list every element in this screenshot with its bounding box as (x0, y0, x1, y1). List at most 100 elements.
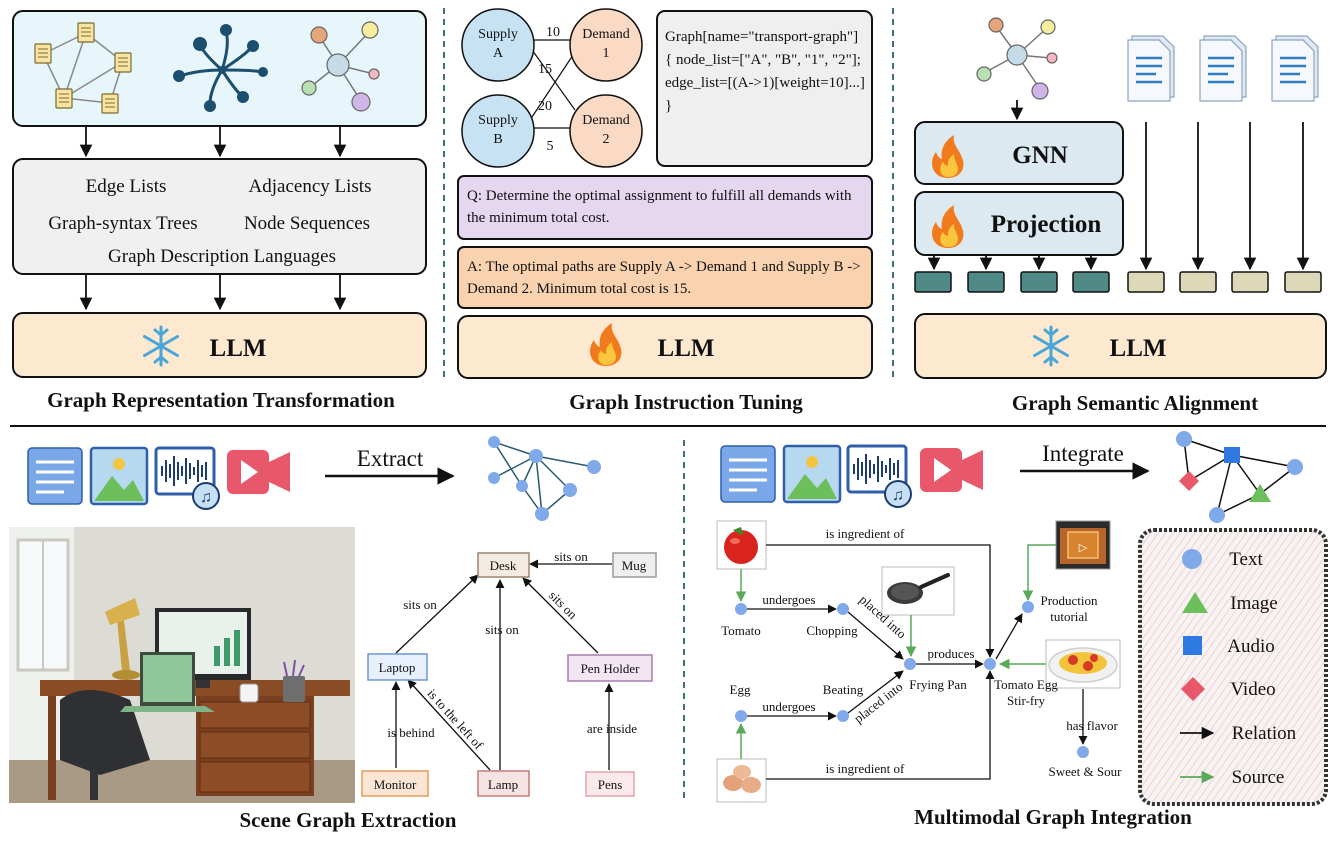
audio-modality-icon: ♫ (154, 446, 220, 510)
question-box (457, 175, 873, 240)
code-box (656, 10, 873, 167)
panel-representation-transformation: Edge Lists Adjacency Lists Graph-syntax … (12, 10, 427, 412)
llm-label: LLM (658, 335, 715, 362)
relation-label: sits on (485, 622, 519, 637)
legend-text-label: Text (1229, 549, 1263, 570)
panel-title: Graph Representation Transformation (47, 388, 395, 412)
fire-icon (932, 135, 964, 178)
integrate-label: Integrate (1042, 441, 1124, 466)
projection-label: Projection (991, 211, 1102, 238)
star-graph-icon (976, 17, 1058, 100)
weight-label: 10 (546, 25, 560, 40)
legend: Text Image Audio Video Relation Source (1138, 528, 1328, 806)
weight-label: 15 (538, 62, 552, 77)
panel-title: Graph Semantic Alignment (1012, 391, 1258, 415)
legend-video-label: Video (1230, 679, 1275, 700)
demand-2-node (569, 94, 643, 168)
scene-graph: Desk Mug Laptop Pen Holder Monitor Lamp … (361, 549, 657, 797)
legend-text-marker (1182, 549, 1202, 569)
relation-label: sits on (546, 588, 581, 623)
legend-audio-marker (1183, 636, 1202, 655)
gnn-box (914, 121, 1124, 185)
relation-label: is ingredient of (826, 526, 905, 541)
llm-label: LLM (210, 335, 267, 362)
text-modality-icon (27, 447, 83, 505)
node-laptop-label: Laptop (379, 660, 416, 675)
eggs-image (716, 758, 767, 803)
formats-box (12, 158, 427, 275)
desk-scene-photo (9, 527, 355, 803)
snowflake-icon (143, 325, 179, 367)
projection-box (914, 191, 1124, 256)
node-pen-holder-label: Pen Holder (581, 661, 641, 676)
demand-1-node (569, 8, 643, 82)
node-mug (612, 552, 657, 578)
video-modality-icon (227, 450, 290, 494)
format-graph-syntax-trees: Graph-syntax Trees (48, 213, 197, 234)
node-monitor-label: Monitor (374, 777, 417, 792)
multimodal-small-graph-icon (1176, 431, 1303, 523)
recipe-graph: ▷ (716, 520, 1123, 803)
node-lamp (477, 770, 530, 797)
node-tomato-label: Tomato (721, 623, 761, 638)
node-beating-label: Beating (823, 682, 864, 697)
panel-scene-graph: ♫ Extract (9, 436, 657, 832)
node-sweet-sour-label: Sweet & Sour (1049, 764, 1123, 779)
tree-graph-nodes (173, 24, 268, 112)
snowflake-icon (1033, 325, 1069, 367)
node-mug-label: Mug (622, 558, 647, 573)
answer-box (457, 246, 873, 309)
graph-tokens (914, 271, 1110, 293)
document-icon (1199, 35, 1247, 102)
format-node-sequences: Node Sequences (244, 213, 370, 234)
node-desk-label: Desk (490, 558, 517, 573)
question-text: Q: Determine the optimal assignment to f… (467, 188, 852, 226)
video-modality-icon (920, 448, 983, 492)
node-laptop (367, 653, 428, 681)
llm-label: LLM (1110, 335, 1167, 362)
node-desk (477, 552, 530, 578)
relation-label: produces (928, 646, 975, 661)
panel-title: Scene Graph Extraction (240, 808, 457, 832)
gnn-label: GNN (1012, 142, 1068, 169)
document-icon (1127, 35, 1175, 102)
relation-label: is behind (387, 725, 435, 740)
tomato-image (716, 520, 767, 570)
relation-label: is to the left of (424, 686, 486, 753)
text-tokens (1127, 271, 1322, 293)
relation-label: undergoes (762, 592, 815, 607)
image-modality-icon (782, 444, 842, 504)
dish-image (1045, 639, 1121, 689)
fire-icon (932, 205, 964, 248)
relation-label: sits on (554, 549, 588, 564)
node-monitor (361, 770, 429, 797)
format-graph-description-languages: Graph Description Languages (108, 246, 336, 267)
llm-box (457, 315, 873, 379)
text-modality-icon (720, 445, 776, 503)
llm-box (12, 312, 427, 378)
audio-modality-icon: ♫ (846, 444, 912, 508)
answer-text: A: The optimal paths are Supply A -> Dem… (467, 259, 861, 297)
legend-image-label: Image (1230, 593, 1277, 614)
svg-text:♫: ♫ (200, 489, 212, 506)
legend-relation-label: Relation (1232, 723, 1297, 744)
node-chopping-label: Chopping (806, 623, 858, 638)
relation-label: undergoes (762, 699, 815, 714)
fire-icon (590, 323, 622, 366)
document-graph-icon (34, 22, 132, 114)
node-frying-pan-label: Frying Pan (909, 677, 967, 692)
legend-source-label: Source (1232, 767, 1285, 788)
weight-label: 5 (547, 139, 554, 154)
relation-label: has flavor (1066, 718, 1118, 733)
image-modality-icon (89, 446, 149, 506)
frying-pan-image (881, 566, 955, 616)
graph-code-text: Graph[name="transport-graph"] { node_lis… (665, 29, 865, 114)
node-pen-holder (567, 654, 653, 682)
weight-label: 20 (538, 99, 552, 114)
